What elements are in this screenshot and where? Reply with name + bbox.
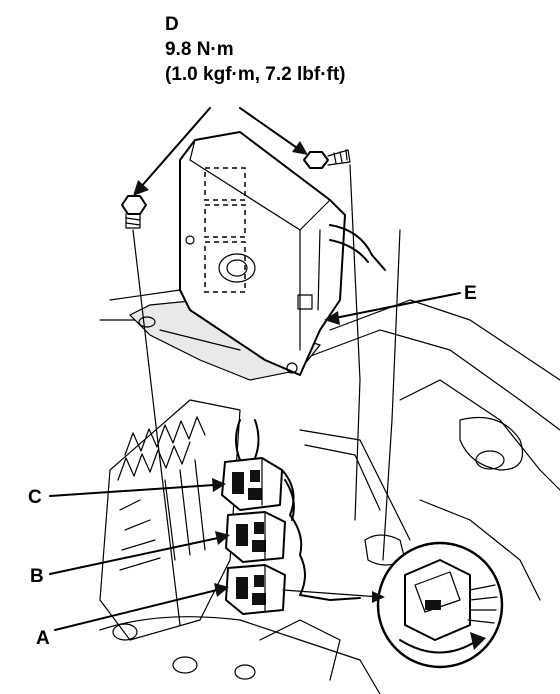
bolt-head-lower-3 [234, 664, 256, 680]
leader-d-right-head [292, 141, 308, 155]
unit-side-edge [317, 229, 321, 311]
connector-b [225, 511, 286, 563]
bracket-edge [159, 329, 241, 351]
harness-top-2 [254, 419, 260, 459]
leader-d-right [239, 107, 301, 151]
grommet [475, 450, 505, 470]
unit-rivet-1 [185, 235, 195, 245]
hose-outline [299, 429, 411, 541]
hidden-outline-3 [204, 241, 246, 293]
label-c: C [28, 487, 42, 508]
leader-c-head [212, 478, 226, 492]
bolt-right-head [303, 151, 329, 169]
leader-b [49, 537, 219, 575]
body-panel-line-2 [299, 329, 560, 431]
leader-a [54, 589, 218, 631]
unit-tab [297, 294, 313, 310]
body-panel-line-4 [419, 499, 541, 601]
label-b: B [30, 566, 44, 587]
bolt-left-head [121, 195, 147, 215]
bracket-lower [259, 619, 341, 681]
detail-latch [414, 571, 461, 613]
label-e: E [464, 283, 477, 304]
cooling-fins [117, 416, 206, 571]
chassis-background [99, 289, 560, 694]
round-hole [459, 416, 524, 471]
connector-stack [221, 419, 361, 615]
unit-harness-2 [329, 239, 369, 263]
detail-pointer-head [372, 591, 385, 603]
harness-top [235, 419, 241, 461]
hidden-outline-1 [204, 167, 246, 201]
detail-wires [467, 584, 498, 624]
label-d: D [165, 14, 179, 35]
guide-far-right [382, 229, 401, 561]
bolt-head-lower-2 [172, 656, 198, 674]
leader-c [49, 484, 215, 497]
bolt-right-shank [327, 149, 351, 166]
guide-left [132, 229, 181, 626]
leader-b-head [215, 531, 230, 545]
unit-connector-port [218, 253, 256, 283]
leader-e-head [324, 311, 340, 325]
labels: D 9.8 N·m (1.0 kgf·m, 7.2 lbf·ft) E C B … [28, 14, 477, 649]
leader-d-left [139, 107, 211, 189]
leader-lines [49, 107, 461, 631]
bolt-left-shank [125, 213, 141, 229]
guide-right [349, 164, 361, 521]
unit-rivet-2 [286, 362, 298, 374]
label-a: A [36, 628, 50, 649]
detail-view [282, 541, 504, 669]
bolt-right [303, 149, 351, 169]
hose-outline-2 [304, 444, 381, 511]
body-panel-line [329, 299, 560, 381]
release-arrow-curve [399, 639, 479, 654]
lower-housing [99, 616, 381, 694]
bolt-left [121, 195, 147, 229]
label-torque-alt: (1.0 kgf·m, 7.2 lbf·ft) [165, 64, 346, 85]
bolt-right-thread [333, 149, 348, 164]
connector-a [225, 564, 286, 615]
control-unit [179, 131, 386, 376]
leader-e [334, 292, 461, 319]
harness-wrap-2 [284, 479, 295, 521]
unit-connector-port-inner [226, 259, 248, 277]
assembly-guides [132, 164, 401, 626]
connector-c [221, 457, 283, 511]
release-arrow-head [470, 632, 486, 650]
leader-a-head [214, 583, 229, 597]
detail-pointer [282, 589, 381, 598]
body-panel-line-3 [399, 379, 560, 491]
hidden-outline-2 [204, 204, 246, 238]
bracket-hole [138, 316, 156, 328]
detail-lock-tab [425, 600, 441, 610]
leader-d-left-head [133, 180, 149, 196]
harness-wrap [281, 469, 361, 601]
label-torque-nm: 9.8 N·m [165, 39, 234, 60]
bolt-left-thread [125, 217, 141, 226]
unit-harness [329, 224, 386, 271]
unit-housing [179, 131, 346, 376]
bolt-head-lower-1 [112, 623, 138, 641]
